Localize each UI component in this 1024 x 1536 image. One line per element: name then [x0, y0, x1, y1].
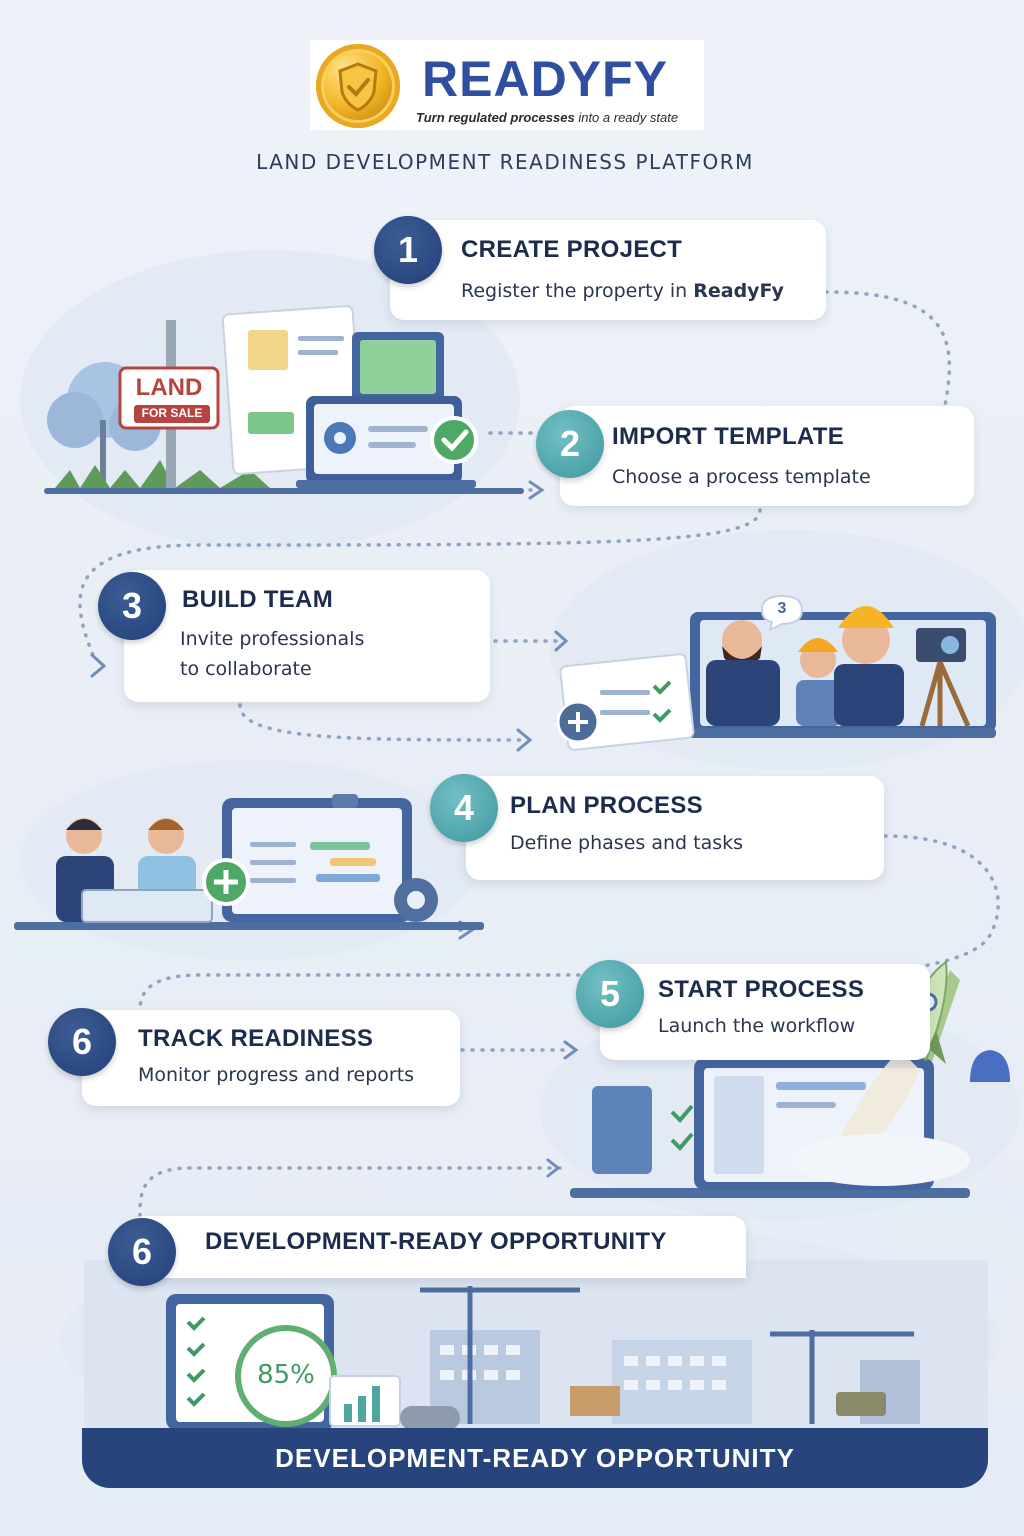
step-description: Choose a process template: [612, 466, 871, 488]
step-description-brand: ReadyFy: [693, 280, 784, 302]
tagline-rest: into a ready state: [574, 110, 679, 125]
step-title: DEVELOPMENT-READY OPPORTUNITY: [205, 1228, 667, 1255]
step-card-track-readiness: [82, 1010, 460, 1106]
land-sign-label: LAND: [135, 374, 203, 401]
chat-bubble-count: 3: [777, 600, 787, 617]
for-sale-label: FOR SALE: [141, 406, 203, 420]
step-number-6-final: 6: [108, 1218, 176, 1286]
step-title: PLAN PROCESS: [510, 792, 703, 819]
readiness-percent: 85%: [257, 1360, 315, 1390]
step-title: BUILD TEAM: [182, 586, 333, 613]
step-card-build-team: [124, 570, 490, 702]
step-number-6: 6: [48, 1008, 116, 1076]
step-title: IMPORT TEMPLATE: [612, 423, 845, 450]
step-description: Monitor progress and reports: [138, 1064, 415, 1086]
shield-check-logo-icon: [316, 44, 400, 128]
brand-tagline: Turn regulated processes into a ready st…: [416, 110, 678, 125]
step-description: Launch the workflow: [658, 1015, 856, 1037]
footer-banner: [82, 1428, 988, 1488]
step-card-import-template: [560, 406, 974, 506]
step-description: Define phases and tasks: [510, 832, 744, 854]
step-card-start-process: [600, 964, 930, 1060]
step-number-5: 5: [576, 960, 644, 1028]
step-number-1: 1: [374, 216, 442, 284]
step-title: TRACK READINESS: [138, 1025, 374, 1052]
brand-name: READYFY: [422, 51, 668, 107]
step-description-line-1: Invite professionals: [180, 628, 365, 650]
step-description-text: Register the property in: [461, 280, 694, 302]
step-number-3: 3: [98, 572, 166, 640]
step-description-line-2: to collaborate: [180, 658, 312, 680]
step-title: START PROCESS: [658, 976, 865, 1003]
step-title: CREATE PROJECT: [461, 236, 683, 263]
footer-banner-text: DEVELOPMENT-READY OPPORTUNITY: [275, 1443, 795, 1473]
step-number-2: 2: [536, 410, 604, 478]
step-card-plan-process: [466, 776, 884, 880]
step-card-development-ready: [130, 1216, 746, 1278]
page-subtitle: LAND DEVELOPMENT READINESS PLATFORM: [256, 150, 754, 174]
step-card-create-project: [390, 220, 826, 320]
step-description: Register the property in ReadyFy: [461, 276, 784, 306]
step-number-4: 4: [430, 774, 498, 842]
tagline-bold: Turn regulated processes: [416, 110, 575, 125]
